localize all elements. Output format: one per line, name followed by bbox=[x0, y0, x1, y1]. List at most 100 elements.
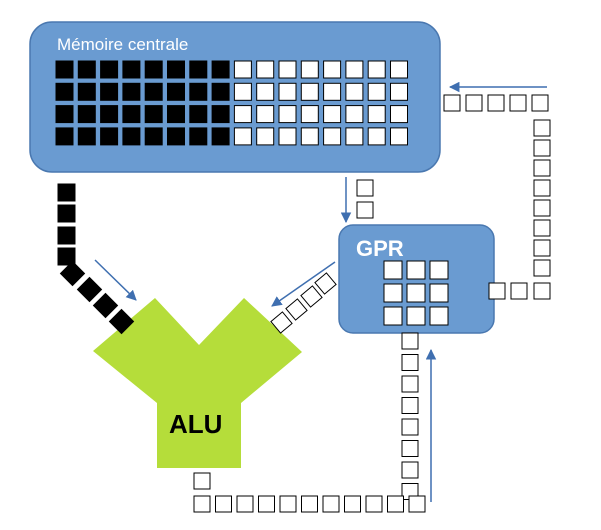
gpr-cell bbox=[383, 283, 403, 303]
memory-cell bbox=[55, 60, 74, 79]
bus-cell bbox=[533, 259, 551, 277]
memory-cell bbox=[122, 127, 141, 146]
memory-cell bbox=[167, 127, 185, 146]
bus-cell bbox=[533, 179, 551, 197]
gpr-cell bbox=[383, 260, 403, 280]
bus-cell bbox=[57, 226, 76, 245]
memory-cell bbox=[167, 60, 185, 79]
bus-alu-to-gpr bbox=[193, 332, 426, 513]
memory-cell bbox=[256, 82, 275, 101]
bus-cell bbox=[387, 495, 404, 513]
bus-cell bbox=[92, 292, 119, 319]
memory-cell bbox=[77, 60, 96, 79]
bus-cell bbox=[108, 308, 135, 335]
gpr-cell bbox=[406, 306, 426, 326]
bus-memory-to-alu bbox=[57, 183, 135, 335]
memory-cell bbox=[189, 105, 208, 124]
bus-cell bbox=[300, 285, 323, 308]
alu-label: ALU bbox=[169, 409, 222, 439]
bus-cell bbox=[533, 199, 551, 217]
bus-cell bbox=[344, 495, 361, 513]
memory-cell bbox=[122, 60, 141, 79]
memory-cell-grid bbox=[55, 60, 408, 146]
bus-cell bbox=[401, 354, 419, 371]
bus-cell bbox=[57, 204, 76, 223]
memory-cell bbox=[233, 105, 252, 124]
bus-cell bbox=[322, 495, 340, 513]
memory-cell bbox=[367, 82, 386, 101]
memory-block: Mémoire centrale bbox=[29, 21, 441, 173]
memory-cell bbox=[122, 82, 141, 101]
memory-cell bbox=[256, 60, 275, 79]
bus-cell bbox=[314, 272, 337, 295]
bus-cell bbox=[509, 94, 527, 112]
bus-cell bbox=[258, 495, 275, 513]
memory-cell bbox=[233, 60, 252, 79]
memory-cell bbox=[211, 127, 230, 146]
memory-cell bbox=[211, 105, 230, 124]
bus-cell bbox=[59, 260, 86, 287]
memory-cell bbox=[55, 82, 74, 101]
arrow-memory-to-alu bbox=[94, 259, 137, 301]
bus-cell bbox=[401, 375, 419, 393]
memory-cell bbox=[390, 105, 408, 124]
memory-cell bbox=[77, 105, 96, 124]
memory-cell bbox=[390, 60, 408, 79]
bus-memory-to-gpr bbox=[356, 179, 374, 219]
bus-cell bbox=[356, 201, 374, 219]
memory-cell bbox=[144, 127, 163, 146]
memory-cell bbox=[367, 60, 386, 79]
bus-cell bbox=[365, 495, 383, 513]
bus-cell bbox=[215, 495, 232, 513]
bus-cell bbox=[193, 472, 211, 490]
memory-cell bbox=[100, 105, 119, 124]
bus-cell bbox=[57, 247, 76, 266]
memory-cell bbox=[100, 127, 119, 146]
memory-cell bbox=[278, 105, 297, 124]
memory-cell bbox=[278, 127, 297, 146]
bus-cell bbox=[443, 94, 461, 112]
memory-cell bbox=[300, 60, 319, 79]
memory-cell bbox=[323, 60, 342, 79]
bus-cell bbox=[408, 495, 426, 513]
memory-cell bbox=[300, 82, 319, 101]
memory-cell bbox=[323, 105, 342, 124]
memory-cell bbox=[144, 82, 163, 101]
gpr-block: GPR bbox=[338, 224, 495, 334]
gpr-cell-grid bbox=[383, 260, 449, 326]
alu-shape bbox=[93, 298, 302, 468]
arrow-gpr-to-alu bbox=[271, 261, 336, 307]
memory-cell bbox=[55, 105, 74, 124]
bus-cell bbox=[533, 239, 551, 257]
bus-cell bbox=[533, 159, 551, 177]
bus-cell bbox=[533, 119, 551, 137]
memory-cell bbox=[167, 82, 185, 101]
bus-cell bbox=[193, 495, 211, 513]
gpr-cell bbox=[429, 283, 449, 303]
memory-cell bbox=[390, 82, 408, 101]
memory-cell bbox=[100, 82, 119, 101]
bus-gpr-to-memory bbox=[443, 94, 551, 300]
memory-cell bbox=[256, 127, 275, 146]
memory-cell bbox=[167, 105, 185, 124]
bus-cell bbox=[356, 179, 374, 197]
bus-cell bbox=[510, 282, 528, 300]
bus-cell bbox=[487, 94, 505, 112]
memory-label: Mémoire centrale bbox=[57, 35, 188, 54]
memory-cell bbox=[345, 127, 364, 146]
memory-cell bbox=[278, 82, 297, 101]
memory-cell bbox=[77, 127, 96, 146]
memory-cell bbox=[189, 60, 208, 79]
memory-cell bbox=[345, 60, 364, 79]
memory-cell bbox=[55, 127, 74, 146]
alu-block: ALU bbox=[93, 298, 302, 468]
memory-cell bbox=[233, 127, 252, 146]
memory-cell bbox=[323, 127, 342, 146]
memory-cell bbox=[367, 105, 386, 124]
memory-cell bbox=[144, 60, 163, 79]
memory-cell bbox=[189, 127, 208, 146]
memory-cell bbox=[233, 82, 252, 101]
memory-cell bbox=[300, 105, 319, 124]
